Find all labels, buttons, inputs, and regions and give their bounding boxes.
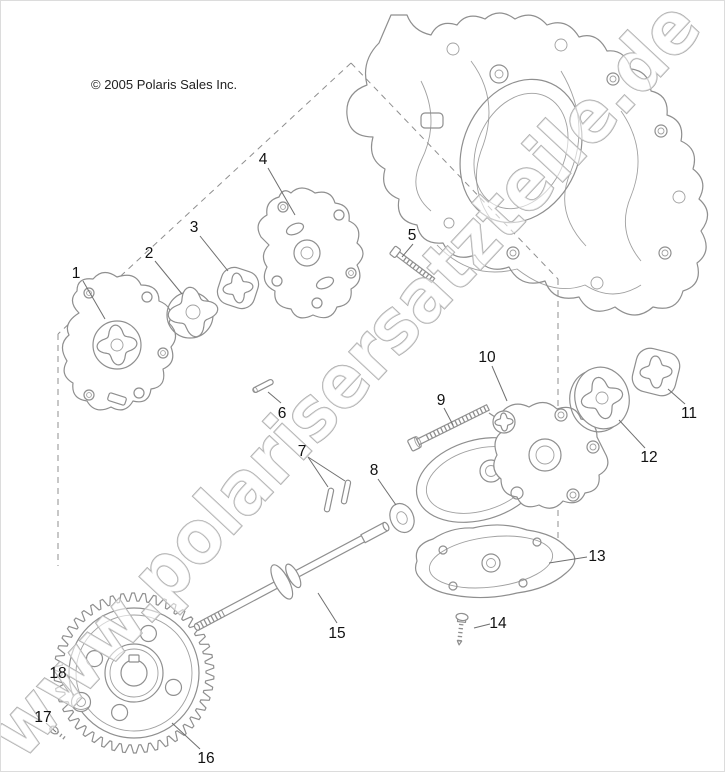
part-14-screw: [455, 612, 469, 646]
engine-case: [346, 12, 709, 316]
callout-18: 18: [49, 665, 66, 682]
part-10-pump-assembly: [415, 401, 609, 523]
callout-3: 3: [190, 219, 199, 236]
part-12-inner-rotor: [569, 366, 630, 433]
part-7-pins: [323, 479, 352, 513]
callout-4: 4: [259, 151, 268, 168]
part-3-outer-rotor: [216, 266, 260, 310]
callout-6: 6: [278, 405, 287, 422]
part-5-bolt: [389, 245, 436, 284]
callout-5: 5: [408, 227, 417, 244]
part-6-pin: [252, 378, 274, 394]
copyright-text: © 2005 Polaris Sales Inc.: [91, 77, 237, 92]
callout-17: 17: [34, 709, 51, 726]
part-4-pump-plate: [257, 187, 364, 319]
callout-11: 11: [681, 405, 697, 422]
callout-1: 1: [72, 265, 81, 282]
part-18-washer: [70, 691, 92, 713]
part-1-pump-housing: [61, 271, 177, 411]
callout-9: 9: [437, 392, 446, 409]
part-13-cover-plate: [414, 524, 576, 599]
part-11-outer-rotor: [631, 347, 681, 397]
callout-10: 10: [478, 349, 496, 366]
callout-2: 2: [145, 245, 154, 262]
callout-8: 8: [370, 462, 379, 479]
callout-14: 14: [489, 615, 507, 632]
part-16-drive-gear: [53, 592, 215, 754]
callout-15: 15: [328, 625, 345, 642]
callout-13: 13: [588, 548, 605, 565]
part-2-inner-rotor: [166, 286, 219, 339]
leader-lines: [45, 167, 686, 750]
part-8-washer: [389, 502, 415, 534]
callout-7: 7: [298, 443, 307, 460]
callout-16: 16: [197, 750, 214, 767]
callout-12: 12: [640, 449, 657, 466]
part-15-pump-shaft: [193, 521, 390, 631]
